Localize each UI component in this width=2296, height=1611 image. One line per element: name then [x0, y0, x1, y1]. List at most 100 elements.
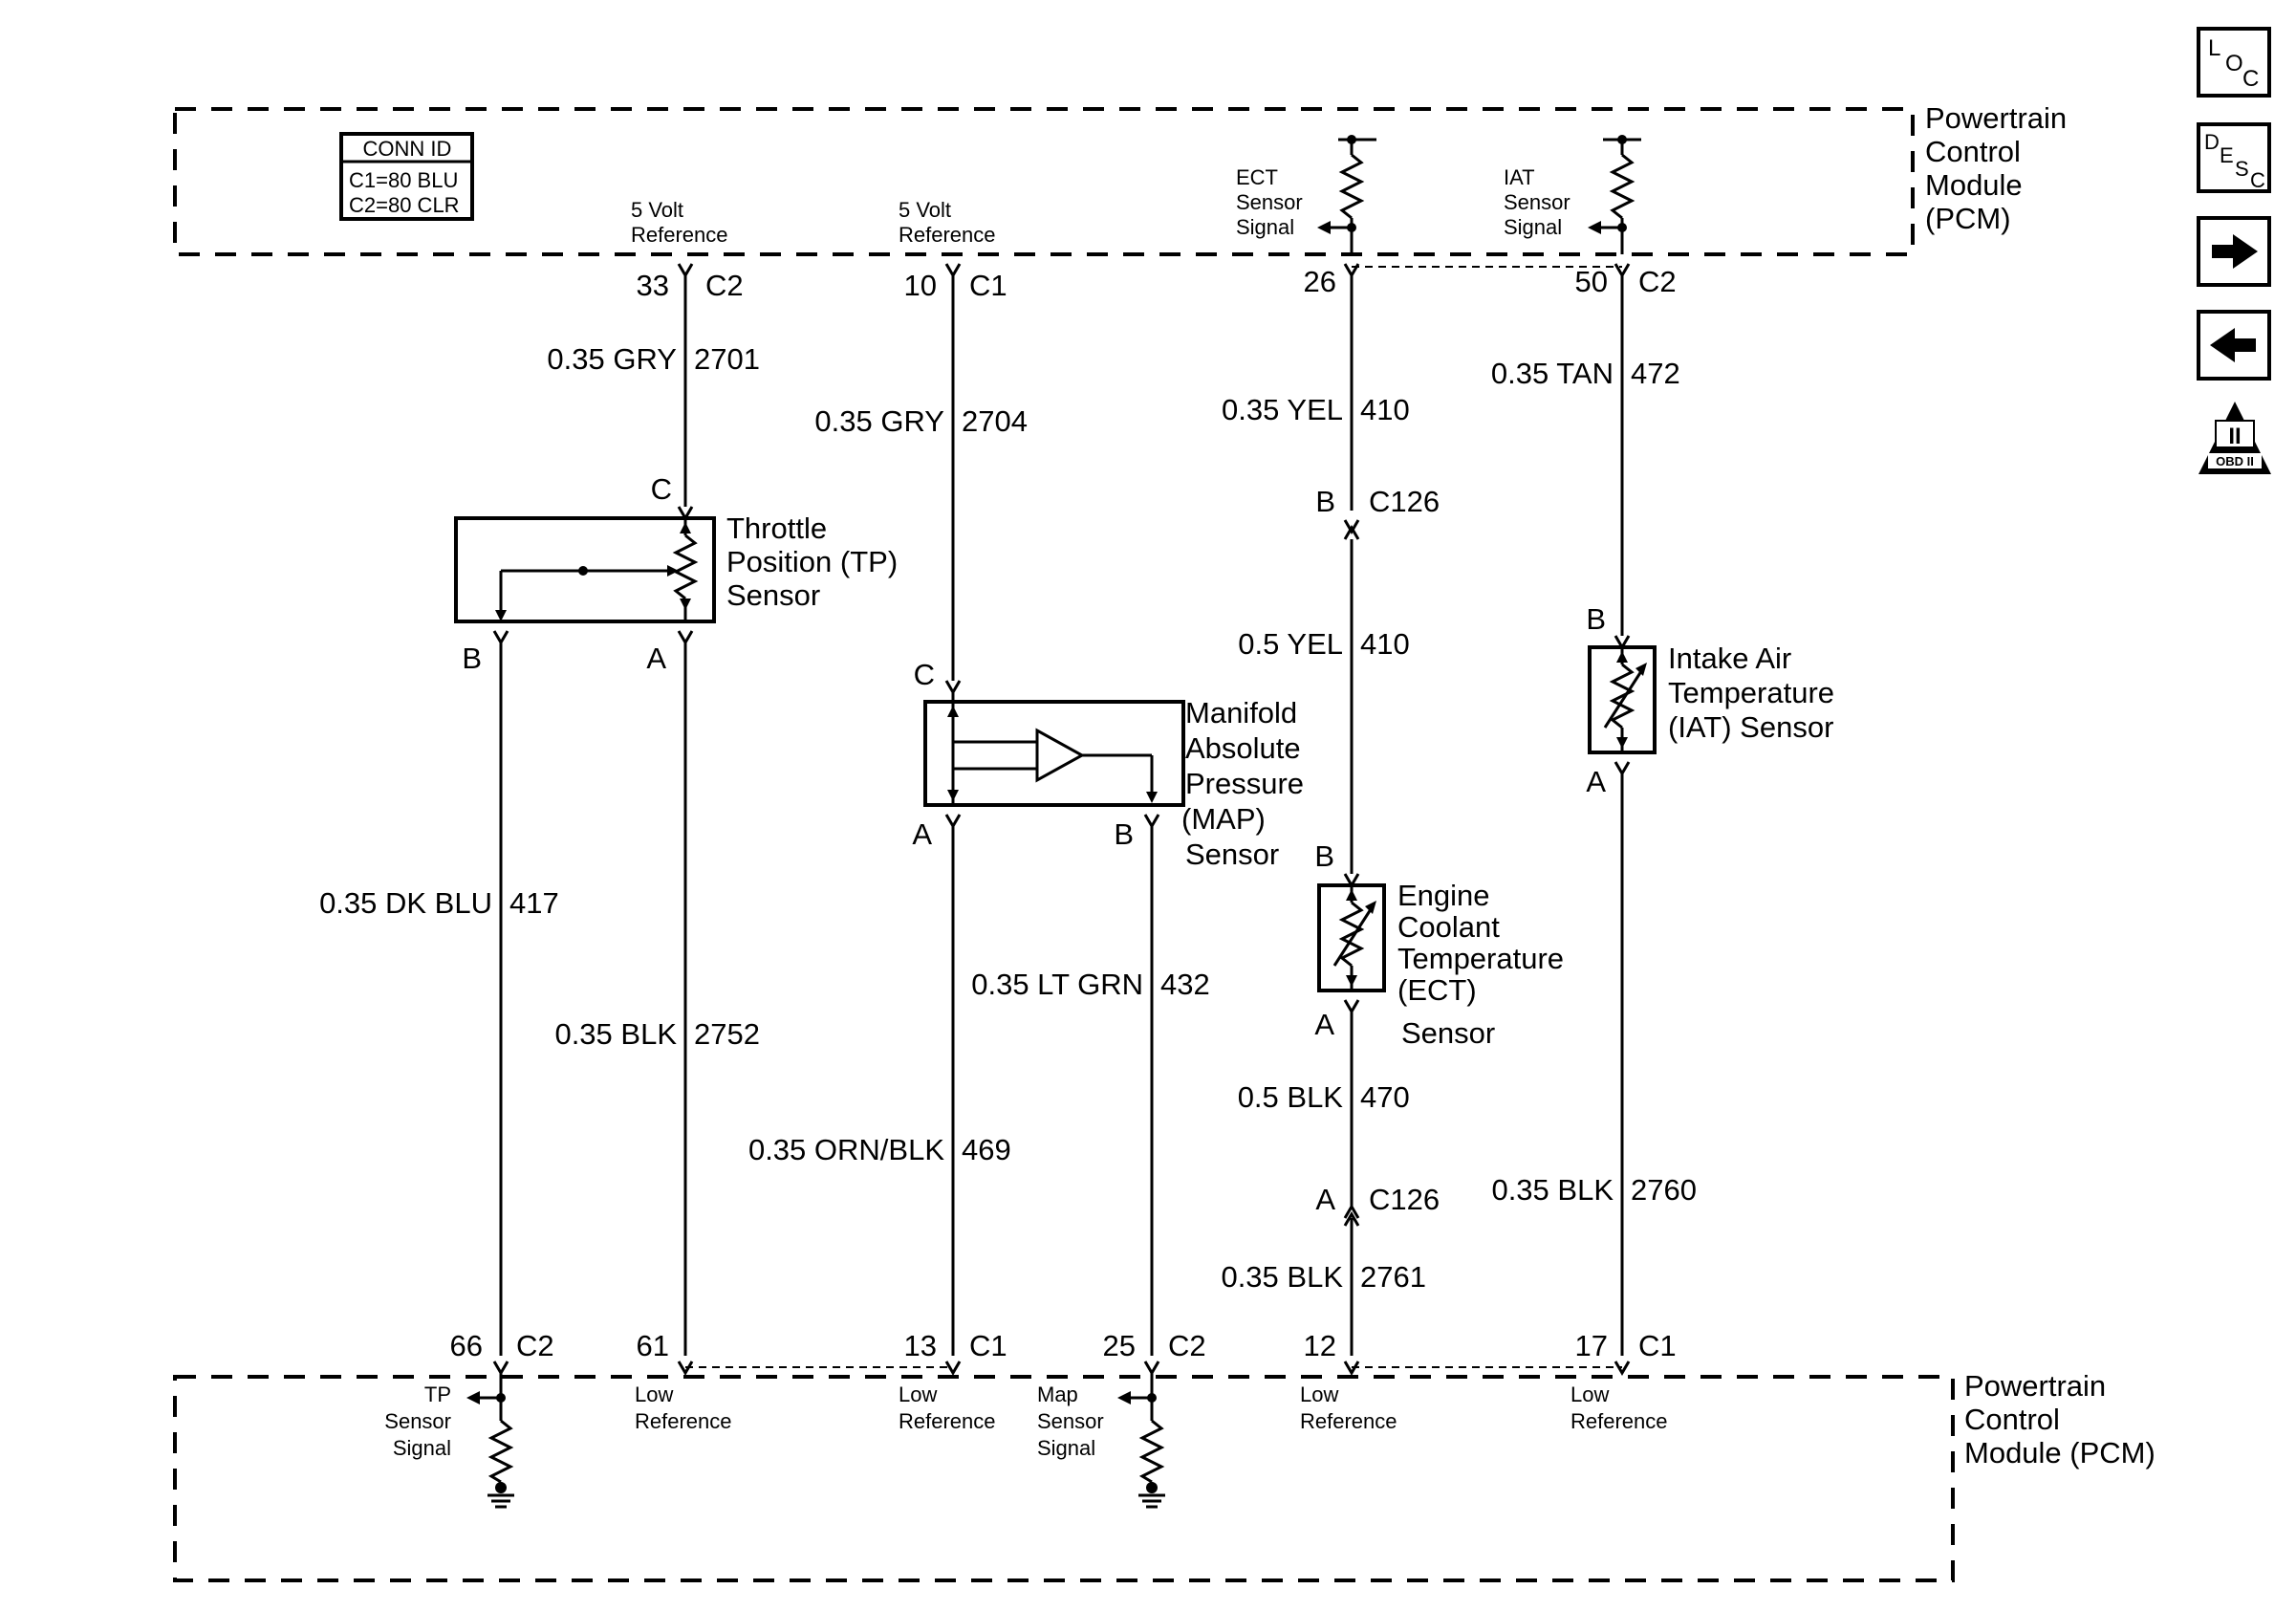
signal-label-low-c-1: Low: [1300, 1382, 1338, 1406]
wire-417-gauge: 0.35 DK BLU: [319, 886, 492, 920]
iat-sensor: B Intake Air Temperature (IAT) Sensor A: [1586, 602, 1834, 798]
svg-text:66: 66: [450, 1329, 483, 1362]
wire-2761-circuit: 2761: [1360, 1260, 1426, 1294]
wire-432-circuit: 432: [1160, 968, 1210, 1001]
loc-button[interactable]: L O C: [2197, 27, 2271, 98]
signal-label-5v-a-2: Reference: [631, 223, 728, 247]
svg-text:C1: C1: [1638, 1329, 1677, 1362]
signal-label-low-b-1: Low: [899, 1382, 937, 1406]
signal-label-iat-2: Sensor: [1504, 190, 1570, 214]
svg-text:13: 13: [904, 1329, 937, 1362]
ect-pin-a: A: [1314, 1008, 1334, 1041]
pcm-tp-pulldown-resistor: [466, 1373, 514, 1509]
svg-text:10: 10: [904, 269, 937, 302]
iat-name-1: Intake Air: [1668, 642, 1791, 675]
svg-text:26: 26: [1304, 265, 1336, 298]
pcm-top-label-4: (PCM): [1925, 202, 2011, 235]
wire-410-b-circuit: 410: [1360, 627, 1410, 661]
signal-label-tp-1: TP: [424, 1382, 451, 1406]
conn-id-row-1: C1=80 BLU: [349, 168, 458, 192]
svg-text:C2: C2: [1638, 265, 1677, 298]
pin-top-10: 10 C1: [904, 263, 1007, 302]
pcm-ect-pullup-resistor: [1317, 135, 1376, 254]
tp-name-3: Sensor: [726, 578, 820, 612]
pin-bottom-13: 13 C1: [904, 1329, 1007, 1376]
wire-410-a-circuit: 410: [1360, 393, 1410, 426]
map-name-2: Absolute: [1185, 731, 1301, 765]
svg-text:C1: C1: [969, 1329, 1007, 1362]
pcm-top-label-1: Powertrain: [1925, 101, 2067, 135]
desc-button[interactable]: D E S C: [2197, 122, 2271, 193]
tp-pin-c: C: [651, 472, 672, 506]
svg-text:C2: C2: [516, 1329, 554, 1362]
wire-2752-circuit: 2752: [694, 1017, 760, 1051]
pin-bottom-17: 17 C1: [1575, 1329, 1677, 1376]
pin-bottom-25: 25 C2: [1103, 1329, 1206, 1376]
arrow-right-icon: [2212, 234, 2258, 269]
pin-bottom-61: 61: [637, 1329, 694, 1376]
map-pin-c: C: [914, 658, 935, 691]
svg-text:61: 61: [637, 1329, 669, 1362]
signal-label-5v-b-2: Reference: [899, 223, 996, 247]
svg-text:C2: C2: [705, 269, 744, 302]
svg-text:50: 50: [1575, 265, 1608, 298]
pcm-bottom-label: Powertrain Control Module (PCM): [1964, 1369, 2155, 1469]
conn-id-table: CONN ID C1=80 BLU C2=80 CLR: [339, 132, 474, 221]
pin-bottom-66: 66 C2: [450, 1329, 554, 1376]
prev-page-button[interactable]: [2197, 310, 2271, 381]
iat-pin-a: A: [1586, 765, 1606, 798]
pcm-bottom-label-2: Control: [1964, 1403, 2060, 1436]
wire-2760-gauge: 0.35 BLK: [1491, 1173, 1614, 1207]
map-pin-b: B: [1114, 817, 1134, 851]
obd-numeral: II: [2228, 424, 2241, 449]
svg-text:25: 25: [1103, 1329, 1136, 1362]
iat-name-3: (IAT) Sensor: [1668, 710, 1833, 744]
signal-label-map-2: Sensor: [1037, 1409, 1104, 1433]
desc-letter-d: D: [2204, 130, 2220, 154]
loc-letter-o: O: [2225, 51, 2243, 76]
pcm-map-pulldown-resistor: [1117, 1373, 1165, 1509]
desc-letter-c: C: [2250, 168, 2265, 192]
signal-label-low-a-2: Reference: [635, 1409, 732, 1433]
map-pin-a: A: [912, 817, 932, 851]
pcm-top-label-2: Control: [1925, 135, 2021, 168]
ect-name-4: (ECT): [1397, 973, 1477, 1007]
tp-pin-b: B: [462, 642, 482, 675]
pcm-top-label: Powertrain Control Module (PCM): [1925, 101, 2067, 235]
wire-2760-circuit: 2760: [1631, 1173, 1697, 1207]
ect-name-2: Coolant: [1397, 910, 1500, 944]
signal-label-map-1: Map: [1037, 1382, 1078, 1406]
pcm-bottom-label-3: Module (PCM): [1964, 1436, 2155, 1469]
obd-ii-button[interactable]: II OBD II: [2199, 402, 2271, 474]
wire-2752-gauge: 0.35 BLK: [554, 1017, 677, 1051]
wire-410-b-gauge: 0.5 YEL: [1238, 627, 1343, 661]
signal-label-iat-1: IAT: [1504, 165, 1535, 189]
next-page-button[interactable]: [2197, 216, 2271, 287]
signal-label-ect-1: ECT: [1236, 165, 1278, 189]
signal-label-low-d-1: Low: [1570, 1382, 1609, 1406]
iat-pin-b: B: [1586, 602, 1606, 636]
svg-text:C126: C126: [1369, 1183, 1440, 1216]
map-name-3: Pressure: [1185, 767, 1304, 800]
svg-text:C126: C126: [1369, 485, 1440, 518]
signal-label-5v-a-1: 5 Volt: [631, 198, 683, 222]
signal-label-low-d-2: Reference: [1570, 1409, 1668, 1433]
signal-label-tp-2: Sensor: [384, 1409, 451, 1433]
tp-name-2: Position (TP): [726, 545, 898, 578]
svg-text:B: B: [1315, 485, 1335, 518]
svg-text:C2: C2: [1168, 1329, 1206, 1362]
wire-410-a-gauge: 0.35 YEL: [1222, 393, 1343, 426]
tp-name-1: Throttle: [726, 512, 827, 545]
map-name-4: (MAP): [1181, 802, 1266, 836]
wire-470-gauge: 0.5 BLK: [1238, 1080, 1344, 1114]
map-name-5: Sensor: [1185, 838, 1279, 871]
pcm-bottom-box: [173, 1375, 1955, 1582]
wire-469-gauge: 0.35 ORN/BLK: [748, 1133, 944, 1166]
desc-letter-s: S: [2235, 157, 2249, 181]
wire-2704-gauge: 0.35 GRY: [814, 404, 944, 438]
connector-c126-a: A C126: [1315, 1183, 1440, 1227]
iat-name-2: Temperature: [1668, 676, 1834, 709]
wire-472-circuit: 472: [1631, 357, 1680, 390]
pin-top-33: 33 C2: [637, 263, 744, 302]
